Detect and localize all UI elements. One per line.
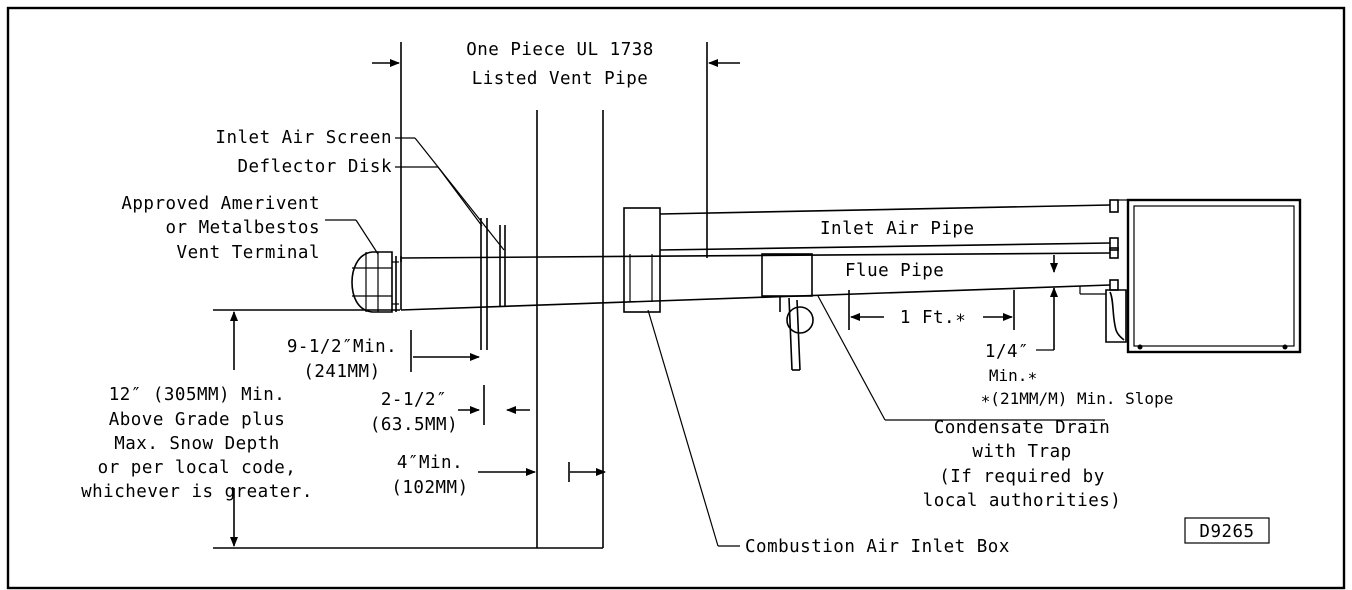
inlet-air-screen-label: Inlet Air Screen	[215, 128, 392, 148]
dim-9-half	[410, 330, 480, 372]
grade-label-5: whichever is greater.	[81, 482, 313, 502]
vent-pipe-label-2: Listed Vent Pipe	[472, 69, 649, 89]
grade-label-2: Above Grade plus	[109, 410, 286, 430]
vent-terminal	[351, 251, 402, 313]
vent-pipe-label-1: One Piece UL 1738	[466, 40, 654, 60]
inlet-air-pipe-label: Inlet Air Pipe	[820, 219, 975, 239]
dim-4-label-2: (102MM)	[391, 478, 468, 498]
dim-9-half-label-1: 9-1/2″Min.	[287, 337, 397, 357]
pipe-couplings	[1109, 199, 1119, 291]
terminal-label-3: Vent Terminal	[177, 243, 320, 263]
inlet-air-pipe	[659, 204, 1111, 251]
grade-label-3: Max. Snow Depth	[114, 434, 280, 454]
flue-pipe-label: Flue Pipe	[845, 261, 944, 281]
dim-2-half-label-1: 2-1/2″	[381, 390, 447, 410]
dim-2-half-label-2: (63.5MM)	[370, 415, 458, 435]
drain-label-1: Condensate Drain	[934, 418, 1111, 438]
drain-label-3: (If required by	[939, 467, 1105, 487]
inlet-air-screen	[499, 225, 506, 306]
drawing-id-box	[1184, 517, 1270, 544]
combustion-air-inlet-box	[623, 207, 661, 313]
drain-label-2: with Trap	[972, 442, 1071, 462]
combustion-box-label: Combustion Air Inlet Box	[745, 537, 1010, 557]
slope-dimension	[848, 255, 1058, 351]
drawing-id: D9265	[1199, 522, 1254, 542]
terminal-label-2: or Metalbestos	[165, 218, 320, 238]
drawing-border	[6, 6, 1346, 590]
terminal-label-1: Approved Amerivent	[121, 194, 320, 214]
grade-label-4: or per local code,	[98, 458, 297, 478]
slope-label-3: ∗(21MM/M) Min. Slope	[981, 389, 1174, 408]
flue-pipe	[400, 252, 1111, 311]
deflector-disk	[480, 218, 488, 350]
slope-label-1: 1/4″	[985, 342, 1029, 362]
labels: One Piece UL 1738 Listed Vent Pipe Inlet…	[81, 40, 1270, 557]
leader-lines	[325, 137, 1105, 547]
grade-label-1: 12″ (305MM) Min.	[109, 385, 286, 405]
dim-4-label-1: 4″Min.	[397, 453, 463, 473]
drain-label-4: local authorities)	[923, 491, 1122, 511]
deflector-disk-label: Deflector Disk	[237, 157, 392, 177]
dim-4	[478, 462, 606, 482]
condensate-drain-trap	[761, 253, 814, 371]
dim-9-half-label-2: (241MM)	[303, 362, 380, 382]
slope-label-2: Min.∗	[989, 366, 1037, 385]
furnace-unit	[1079, 198, 1302, 354]
one-ft-label: 1 Ft.∗	[900, 308, 966, 328]
dim-2-half	[458, 385, 530, 425]
